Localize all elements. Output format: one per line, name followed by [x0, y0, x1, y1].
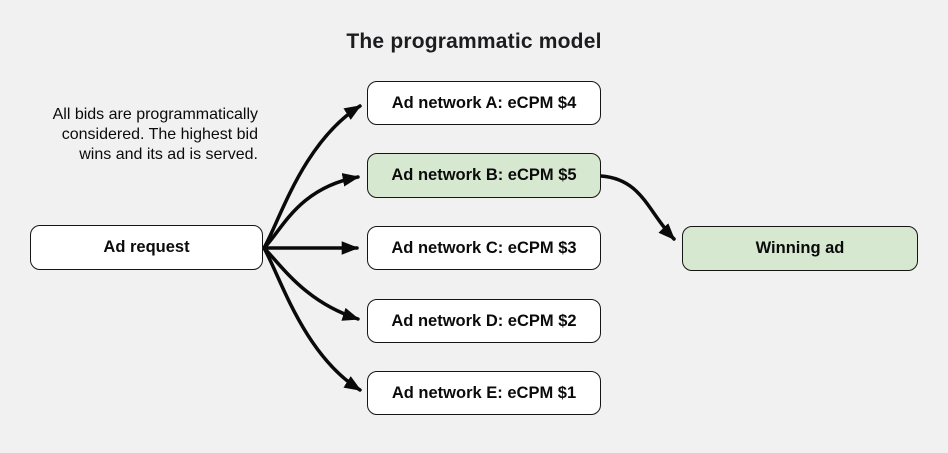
node-winning-ad: Winning ad	[682, 226, 918, 271]
edge-network-b-to-winning-ad	[599, 174, 676, 241]
node-network-c: Ad network C: eCPM $3	[367, 226, 601, 270]
edge-ad-request-to-network-e	[262, 246, 362, 392]
node-network-a-label: Ad network A: eCPM $4	[391, 93, 577, 112]
node-network-a: Ad network A: eCPM $4	[367, 81, 601, 125]
node-network-b-label: Ad network B: eCPM $5	[391, 166, 577, 184]
node-ad-request: Ad request	[30, 225, 263, 270]
node-network-e-label: Ad network E: eCPM $1	[391, 383, 577, 402]
edge-ad-request-to-network-d	[262, 246, 360, 321]
node-ad-request-label: Ad request	[103, 238, 190, 256]
description-note: All bids are programmatically considered…	[52, 106, 258, 163]
node-network-e: Ad network E: eCPM $1	[367, 371, 601, 415]
edge-ad-request-to-network-b	[262, 173, 360, 250]
node-network-d-label: Ad network D: eCPM $2	[391, 311, 577, 330]
node-network-c-label: Ad network C: eCPM $3	[391, 238, 577, 257]
node-network-b-highlighted: Ad network B: eCPM $5	[367, 153, 601, 198]
diagram-title: The programmatic model	[346, 30, 602, 54]
edge-ad-request-to-network-a	[262, 104, 362, 250]
node-winning-ad-label: Winning ad	[755, 239, 845, 257]
node-network-d: Ad network D: eCPM $2	[367, 299, 601, 343]
